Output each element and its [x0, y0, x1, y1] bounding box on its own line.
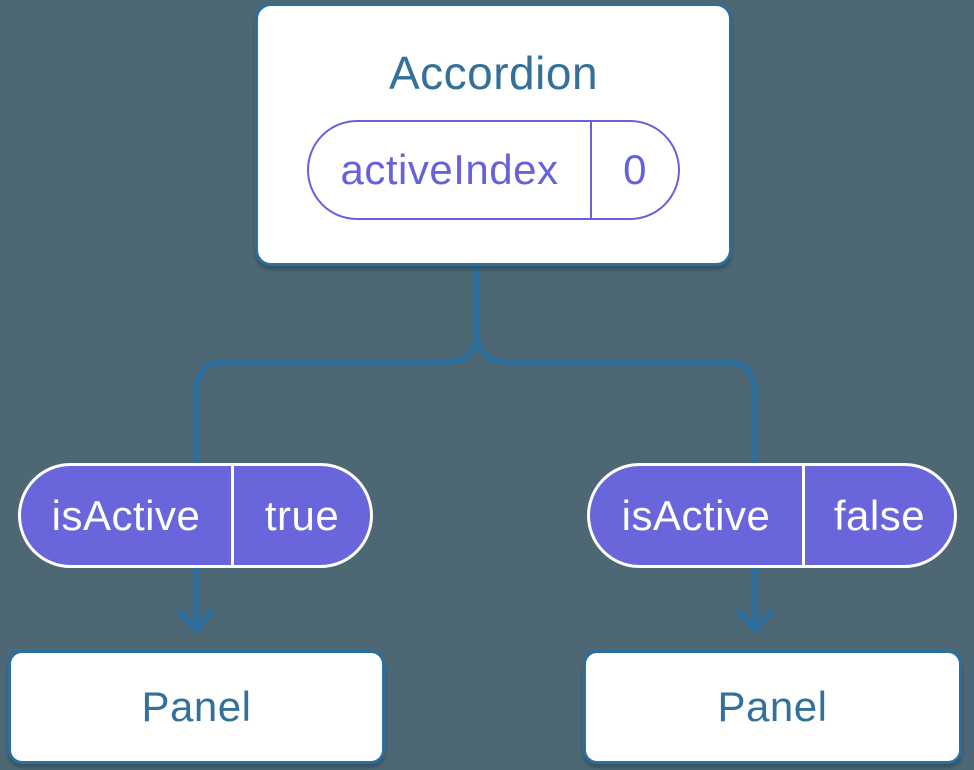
- connector-right-line: [474, 263, 758, 632]
- component-title: Accordion: [388, 47, 599, 99]
- prop-name: isActive: [51, 491, 201, 539]
- arrow-down-icon: [177, 609, 215, 633]
- connector-right: [474, 263, 774, 633]
- accordion-component-card: Accordion activeIndex 0: [255, 3, 732, 266]
- panel-component-card-left: Panel: [8, 650, 385, 764]
- arrow-down-icon: [736, 609, 774, 633]
- connector-left-line: [193, 263, 480, 632]
- connector-left: [177, 263, 480, 633]
- prop-pill-right: isActive false: [587, 463, 957, 568]
- component-title: Panel: [141, 683, 252, 730]
- state-pill: activeIndex 0: [307, 120, 680, 220]
- prop-name: isActive: [621, 491, 771, 539]
- state-value: 0: [590, 122, 678, 218]
- panel-component-card-right: Panel: [583, 650, 962, 764]
- prop-value: true: [231, 466, 370, 565]
- prop-value: false: [802, 466, 954, 565]
- component-title: Panel: [717, 683, 828, 730]
- prop-pill-left: isActive true: [18, 463, 373, 568]
- state-name: activeIndex: [340, 146, 559, 193]
